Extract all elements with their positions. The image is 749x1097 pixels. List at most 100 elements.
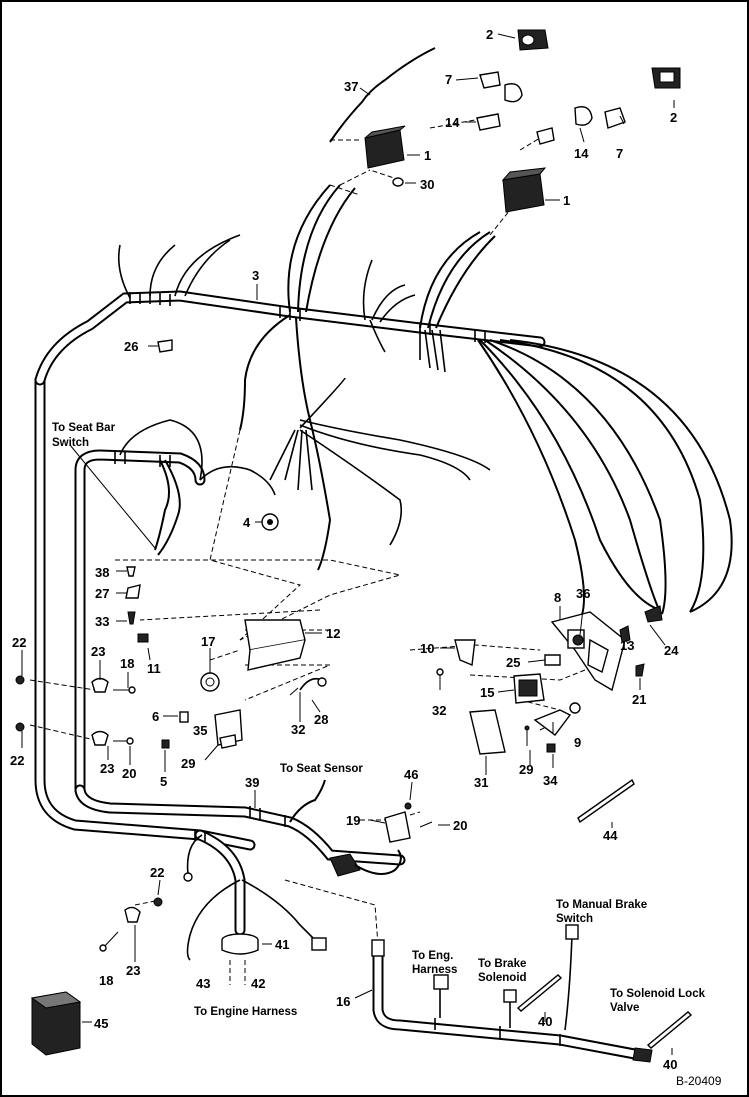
callout-15: 15: [480, 685, 494, 700]
parts: [15, 29, 693, 1063]
clamp-23a: [91, 677, 109, 693]
fuse-13: [619, 625, 631, 643]
callout-14-left: 14: [445, 115, 460, 130]
clamp-23b: [91, 730, 109, 746]
plug-26: [157, 339, 173, 353]
callout-2-right: 2: [670, 110, 677, 125]
callout-2-top: 2: [486, 27, 493, 42]
callout-9: 9: [574, 735, 581, 750]
note-solenoid-lock-1: To Solenoid Lock: [610, 988, 706, 1000]
plate-31: [469, 709, 506, 755]
callout-20-b: 20: [453, 818, 467, 833]
callout-32-right: 32: [432, 703, 446, 718]
callout-40-b: 40: [663, 1057, 677, 1072]
callout-18-a: 18: [120, 656, 134, 671]
callout-17: 17: [201, 634, 215, 649]
callout-1-right: 1: [563, 193, 570, 208]
callout-7-right: 7: [616, 146, 623, 161]
relay-1b: [501, 167, 547, 213]
callout-33: 33: [95, 614, 109, 629]
bracket-27: [125, 584, 141, 599]
callout-23-b: 23: [100, 761, 114, 776]
screw-20b: [419, 821, 433, 828]
connector-brake-solenoid: [503, 989, 517, 1003]
work-light-top: [517, 29, 549, 51]
figure-id: B-20409: [676, 1074, 722, 1088]
callout-12: 12: [326, 626, 340, 641]
note-solenoid-lock-2: Valve: [610, 1002, 639, 1014]
module-19: [384, 811, 411, 843]
washer-6: [179, 711, 189, 723]
nut-22b: [15, 722, 25, 732]
callout-29-left: 29: [181, 756, 195, 771]
callout-37: 37: [344, 79, 358, 94]
callout-22-b: 22: [10, 753, 24, 768]
callout-36: 36: [576, 586, 590, 601]
callout-32-mid: 32: [291, 722, 305, 737]
light-socket-7b: [604, 107, 626, 129]
callout-27: 27: [95, 586, 109, 601]
callout-10: 10: [420, 641, 434, 656]
switch-25: [544, 654, 561, 666]
callout-16: 16: [336, 994, 350, 1009]
callout-18-b: 18: [99, 973, 113, 988]
connector-solenoid-lock: [632, 1047, 653, 1063]
callout-46: 46: [404, 767, 418, 782]
callout-24: 24: [664, 643, 679, 658]
callout-38: 38: [95, 565, 109, 580]
fastener-30: [392, 177, 404, 187]
connector-manual-brake: [565, 924, 579, 940]
connector-16: [371, 939, 385, 957]
callout-45: 45: [94, 1016, 108, 1031]
note-seat-bar-2: Switch: [52, 437, 89, 449]
callout-21: 21: [632, 692, 646, 707]
callout-13: 13: [620, 638, 634, 653]
callout-26: 26: [124, 339, 138, 354]
callout-29-right: 29: [519, 762, 533, 777]
seat-sensor-lead: [289, 779, 326, 823]
callout-42: 42: [251, 976, 265, 991]
switch-36: [572, 634, 584, 646]
instrument-15: [513, 673, 545, 704]
note-brake-solenoid-2: Solenoid: [478, 972, 527, 984]
note-eng-harness-2: Harness: [412, 964, 457, 976]
callout-6: 6: [152, 709, 159, 724]
callout-20-a: 20: [122, 766, 136, 781]
cable-tie-44: [577, 778, 635, 824]
note-engine-harness: To Engine Harness: [194, 1006, 297, 1018]
fastener-38: [126, 566, 136, 577]
callout-1-top: 1: [424, 148, 431, 163]
clip-29a: [219, 734, 237, 749]
antenna-wire: [329, 47, 436, 143]
callout-31: 31: [474, 775, 488, 790]
connector-7b: [574, 106, 593, 126]
destination-notes: To Seat Bar Switch To Seat Sensor To Eng…: [52, 422, 706, 1018]
work-light-right: [651, 67, 681, 89]
callout-28: 28: [314, 712, 328, 727]
box-45: [30, 991, 82, 1056]
screw-46: [404, 802, 412, 810]
screw-33: [127, 611, 136, 625]
callout-35: 35: [193, 723, 207, 738]
callout-39: 39: [245, 775, 259, 790]
callout-25: 25: [506, 655, 520, 670]
callout-11: 11: [147, 661, 161, 676]
bolt-21: [635, 663, 645, 677]
callout-34: 34: [543, 773, 558, 788]
callout-7-top: 7: [445, 72, 452, 87]
assembly-dashed-lines: [29, 119, 611, 985]
plate-10: [454, 639, 476, 667]
note-seat-sensor: To Seat Sensor: [280, 763, 363, 775]
cable-tie-40b: [646, 1011, 693, 1049]
callout-23-c: 23: [126, 963, 140, 978]
callout-22-c: 22: [150, 865, 164, 880]
engine-lead-b: [241, 879, 321, 946]
callout-22-a: 22: [12, 635, 26, 650]
plug-14b: [536, 127, 555, 145]
callout-3: 3: [252, 268, 259, 283]
nut-5: [161, 739, 170, 749]
note-brake-solenoid-1: To Brake: [478, 958, 526, 970]
connector-24: [644, 605, 663, 623]
pin-32a: [289, 687, 299, 696]
